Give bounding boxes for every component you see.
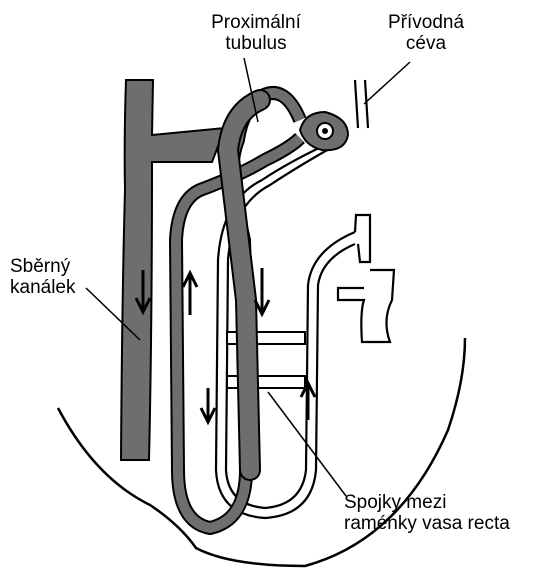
leader-afferent <box>364 62 410 104</box>
label-anastomoses: Spojky mezi raménky vasa recta <box>344 492 510 534</box>
label-proximal-line1: Proximální <box>196 12 316 33</box>
label-collecting-duct: Sběrný kanálek <box>10 256 76 298</box>
vasa-recta-loop <box>338 215 394 342</box>
arrow-up-ascending <box>183 273 197 315</box>
label-afferent-line1: Přívodná <box>378 12 474 33</box>
label-afferent-vessel: Přívodná céva <box>378 12 474 54</box>
arrow-down-lower <box>201 388 215 422</box>
label-proximal-line2: tubulus <box>196 33 316 54</box>
label-proximal-tubule: Proximální tubulus <box>196 12 316 54</box>
arrow-down-descending <box>255 268 269 314</box>
label-collecting-line1: Sběrný <box>10 256 76 277</box>
label-anastomoses-line2: raménky vasa recta <box>344 513 510 534</box>
label-anastomoses-line1: Spojky mezi <box>344 492 510 513</box>
label-collecting-line2: kanálek <box>10 277 76 298</box>
label-afferent-line2: céva <box>378 33 474 54</box>
